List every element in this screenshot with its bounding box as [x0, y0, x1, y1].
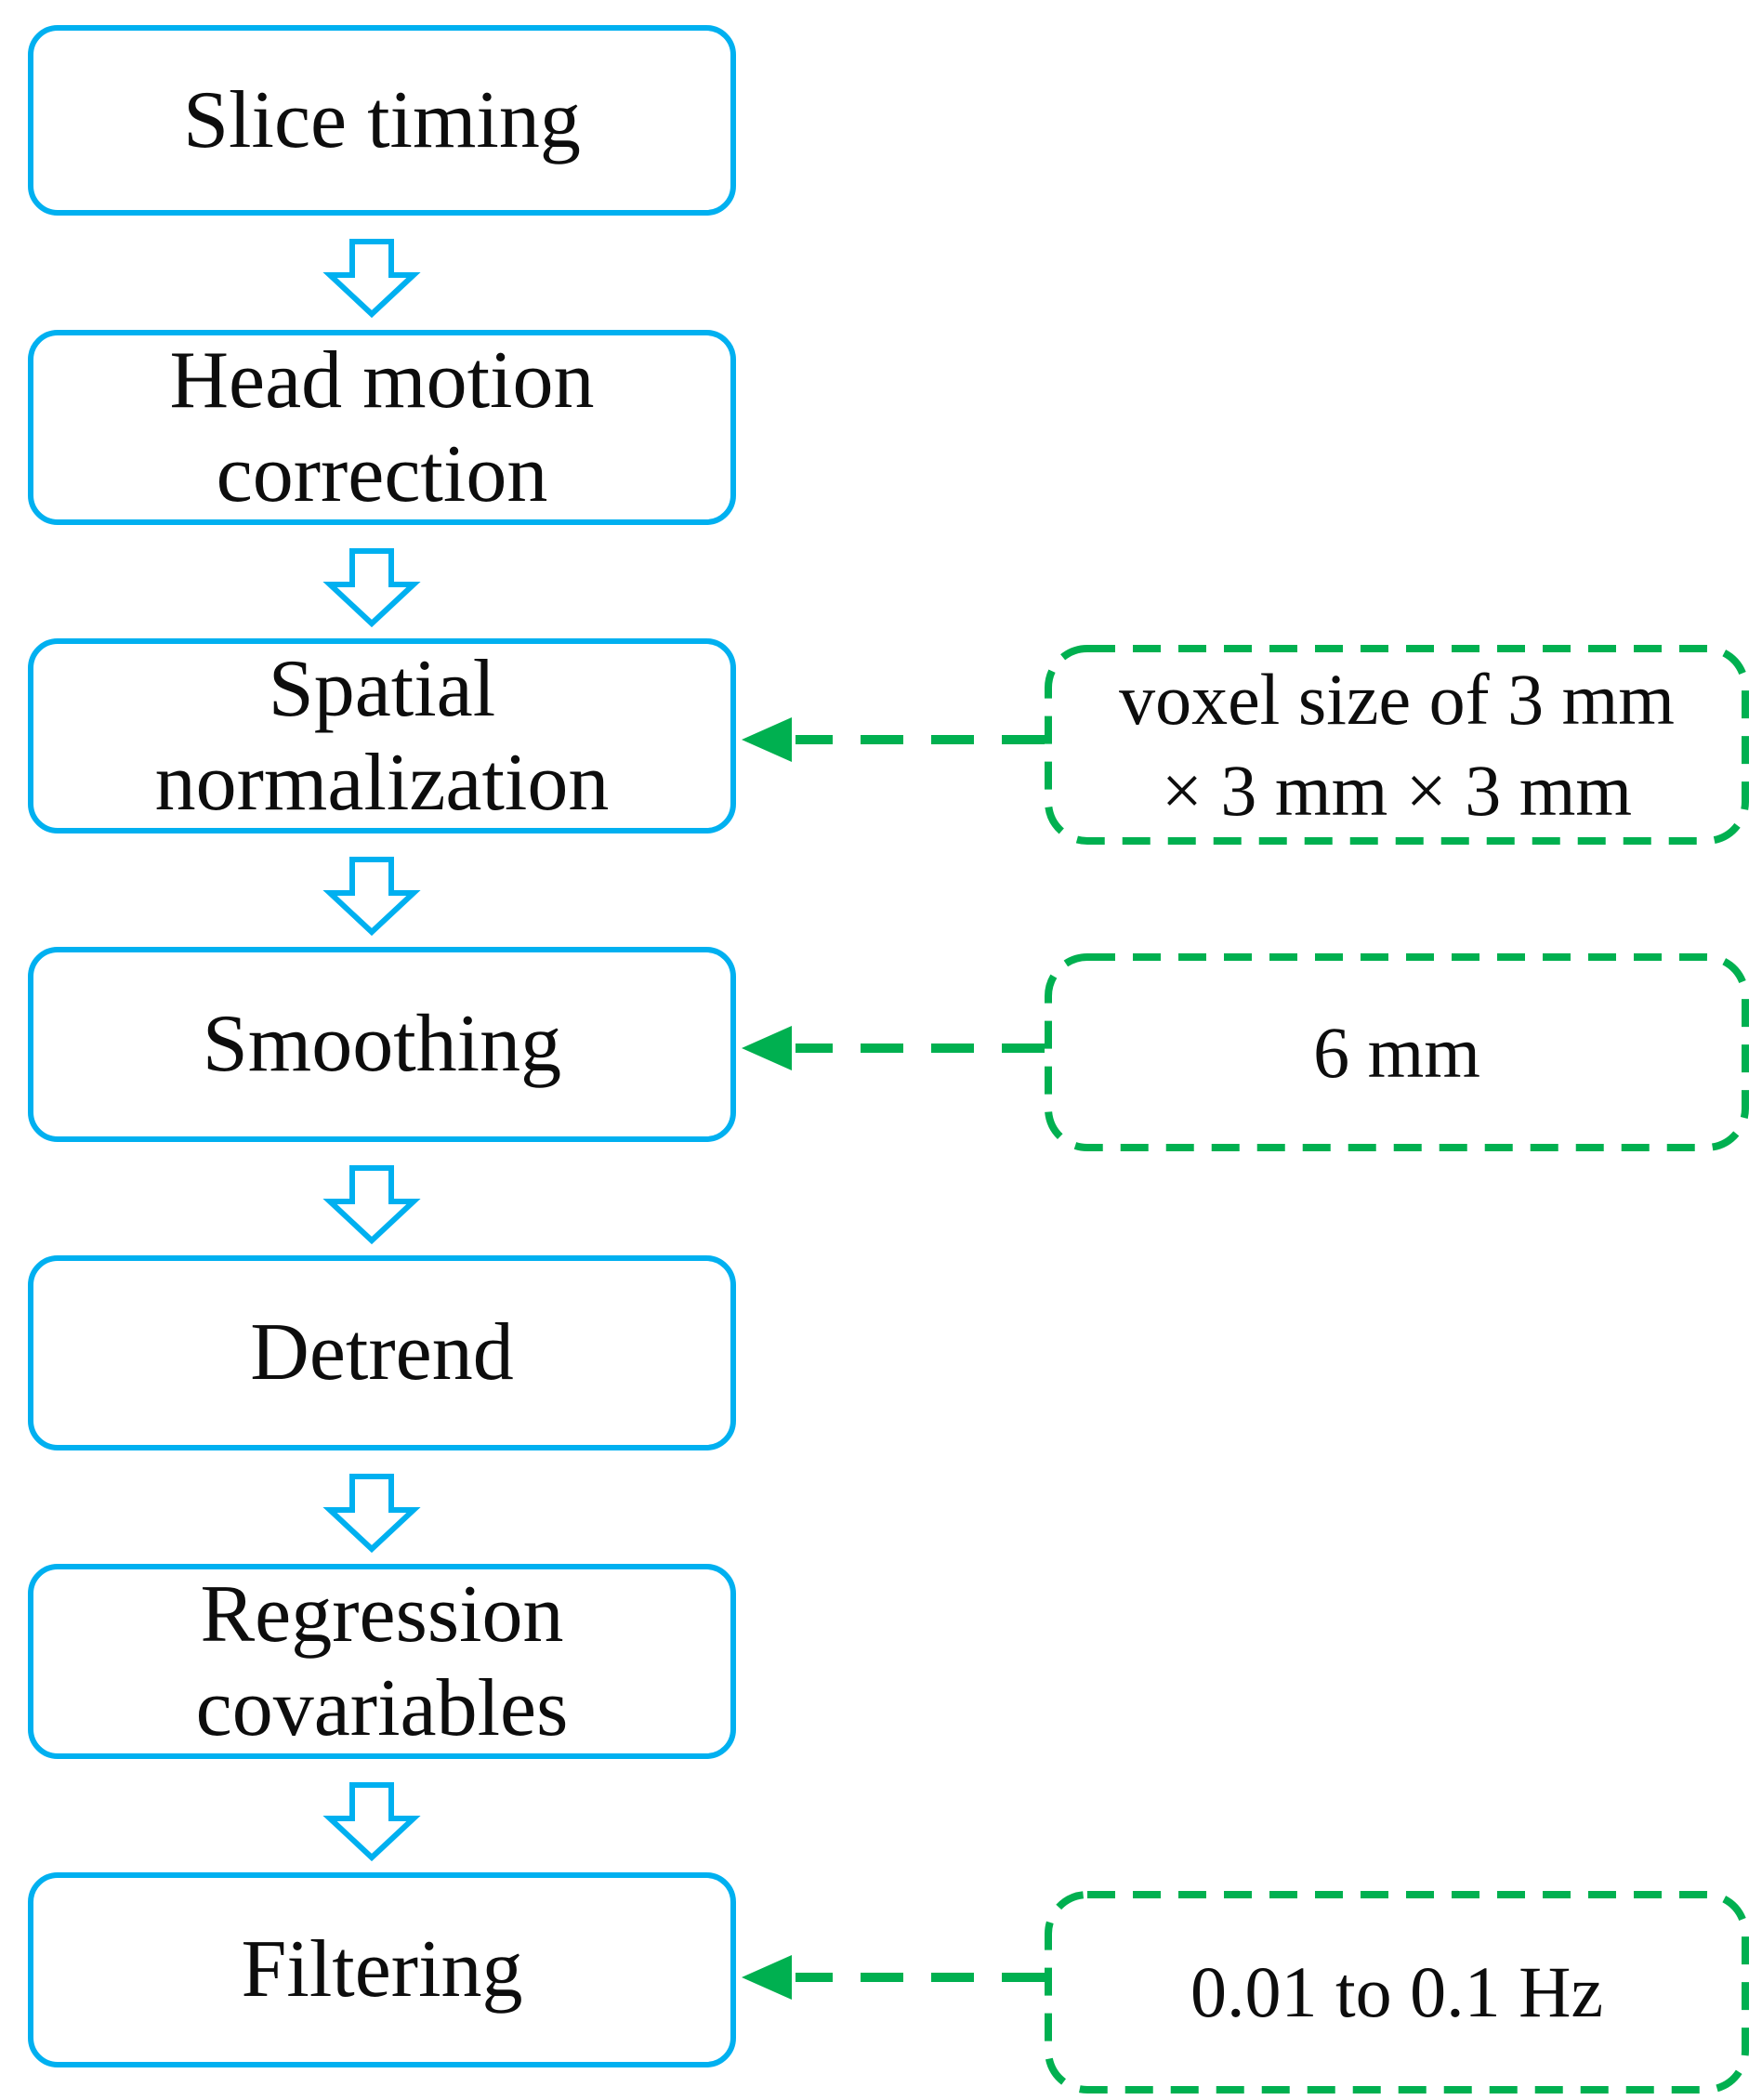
down-arrow-icon: [322, 239, 421, 319]
step-label: Regression covariables: [195, 1568, 569, 1753]
annotation-box-filter-band: 0.01 to 0.1 Hz: [1048, 1895, 1745, 2090]
step-box-spatial-normalization: Spatial normalization: [28, 638, 736, 833]
annotation-box-voxel-size: voxel size of 3 mm × 3 mm × 3 mm: [1048, 649, 1745, 841]
down-arrow-icon: [322, 1782, 421, 1862]
dashed-arrow-icon: [742, 717, 1045, 762]
step-box-filtering: Filtering: [28, 1872, 736, 2067]
annotation-label: 6 mm: [1313, 1011, 1480, 1093]
annotation-box-outline: [1045, 645, 1749, 845]
down-arrow-icon: [322, 1474, 421, 1554]
dashed-arrow-icon: [742, 1026, 1045, 1070]
step-box-detrend: Detrend: [28, 1255, 736, 1450]
annotation-label: 0.01 to 0.1 Hz: [1190, 1951, 1604, 2033]
annotation-box-outline: [1045, 953, 1749, 1151]
down-arrow-icon: [322, 1165, 421, 1245]
annotation-label: voxel size of 3 mm × 3 mm × 3 mm: [1119, 659, 1675, 831]
step-box-smoothing: Smoothing: [28, 947, 736, 1142]
down-arrow-icon: [322, 857, 421, 937]
annotation-box-smoothing-kernel: 6 mm: [1048, 957, 1745, 1148]
step-label: Spatial normalization: [154, 643, 610, 828]
step-box-slice-timing: Slice timing: [28, 25, 736, 216]
step-label: Smoothing: [202, 999, 562, 1090]
step-box-head-motion-correction: Head motion correction: [28, 330, 736, 525]
step-label: Head motion correction: [169, 335, 595, 519]
down-arrow-icon: [322, 548, 421, 628]
step-box-regression-covariables: Regression covariables: [28, 1564, 736, 1759]
step-label: Filtering: [241, 1924, 523, 2015]
step-label: Detrend: [250, 1307, 514, 1398]
dashed-arrow-icon: [742, 1955, 1045, 2000]
annotation-box-outline: [1045, 1891, 1749, 2093]
step-label: Slice timing: [183, 74, 581, 165]
